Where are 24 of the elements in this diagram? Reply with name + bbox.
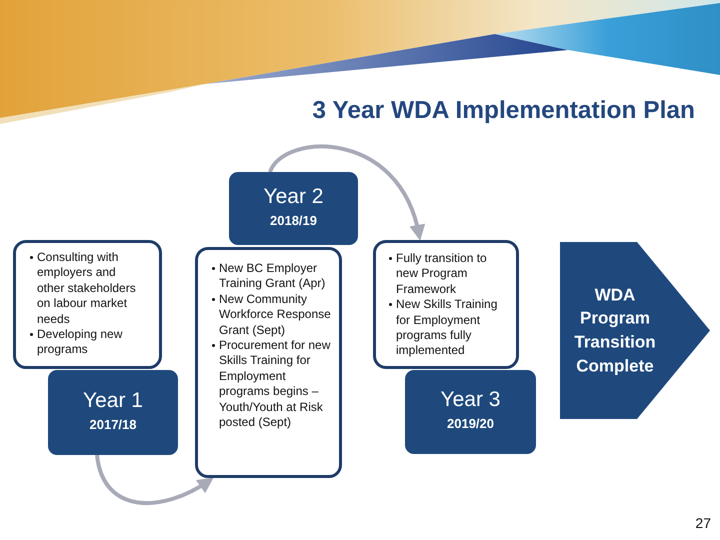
year-heading: Year 1	[83, 389, 143, 413]
year-box	[48, 370, 178, 455]
year-range: 2017/18	[90, 416, 136, 433]
bullet-text: New BC Employer Training Grant (Apr)	[212, 261, 334, 292]
content-card	[373, 240, 519, 369]
curved-arrow	[95, 454, 214, 505]
content-card	[13, 240, 162, 369]
year-heading: Year 2	[264, 185, 324, 209]
bullet-text: Developing new programs	[30, 327, 145, 358]
curved-arrow	[268, 144, 424, 241]
year-box	[405, 370, 536, 454]
bullet-text: Procurement for new Skills Training for Employment programs begins – Youth/Youth at Risk posted (Sept)	[212, 338, 334, 430]
slide-title: 3 Year WDA Implementation Plan	[312, 97, 695, 125]
page-number: 27	[695, 515, 711, 531]
year-box	[229, 172, 358, 245]
content-card	[195, 247, 342, 478]
bullet-text: Fully transition to new Program Framework	[389, 251, 502, 298]
year-range: 2019/20	[447, 415, 494, 432]
bullet-text: New Skills Training for Employment programs fully implemented	[389, 297, 502, 359]
year-heading: Year 3	[440, 388, 500, 412]
bullet-text: Consulting with employers and other stakeholders on labour market needs	[30, 250, 145, 328]
milestone-text: WDA Program Transition Complete	[573, 284, 657, 378]
year-range: 2018/19	[270, 212, 317, 229]
bullet-text: New Community Workforce Response Grant (Sept)	[212, 292, 334, 338]
